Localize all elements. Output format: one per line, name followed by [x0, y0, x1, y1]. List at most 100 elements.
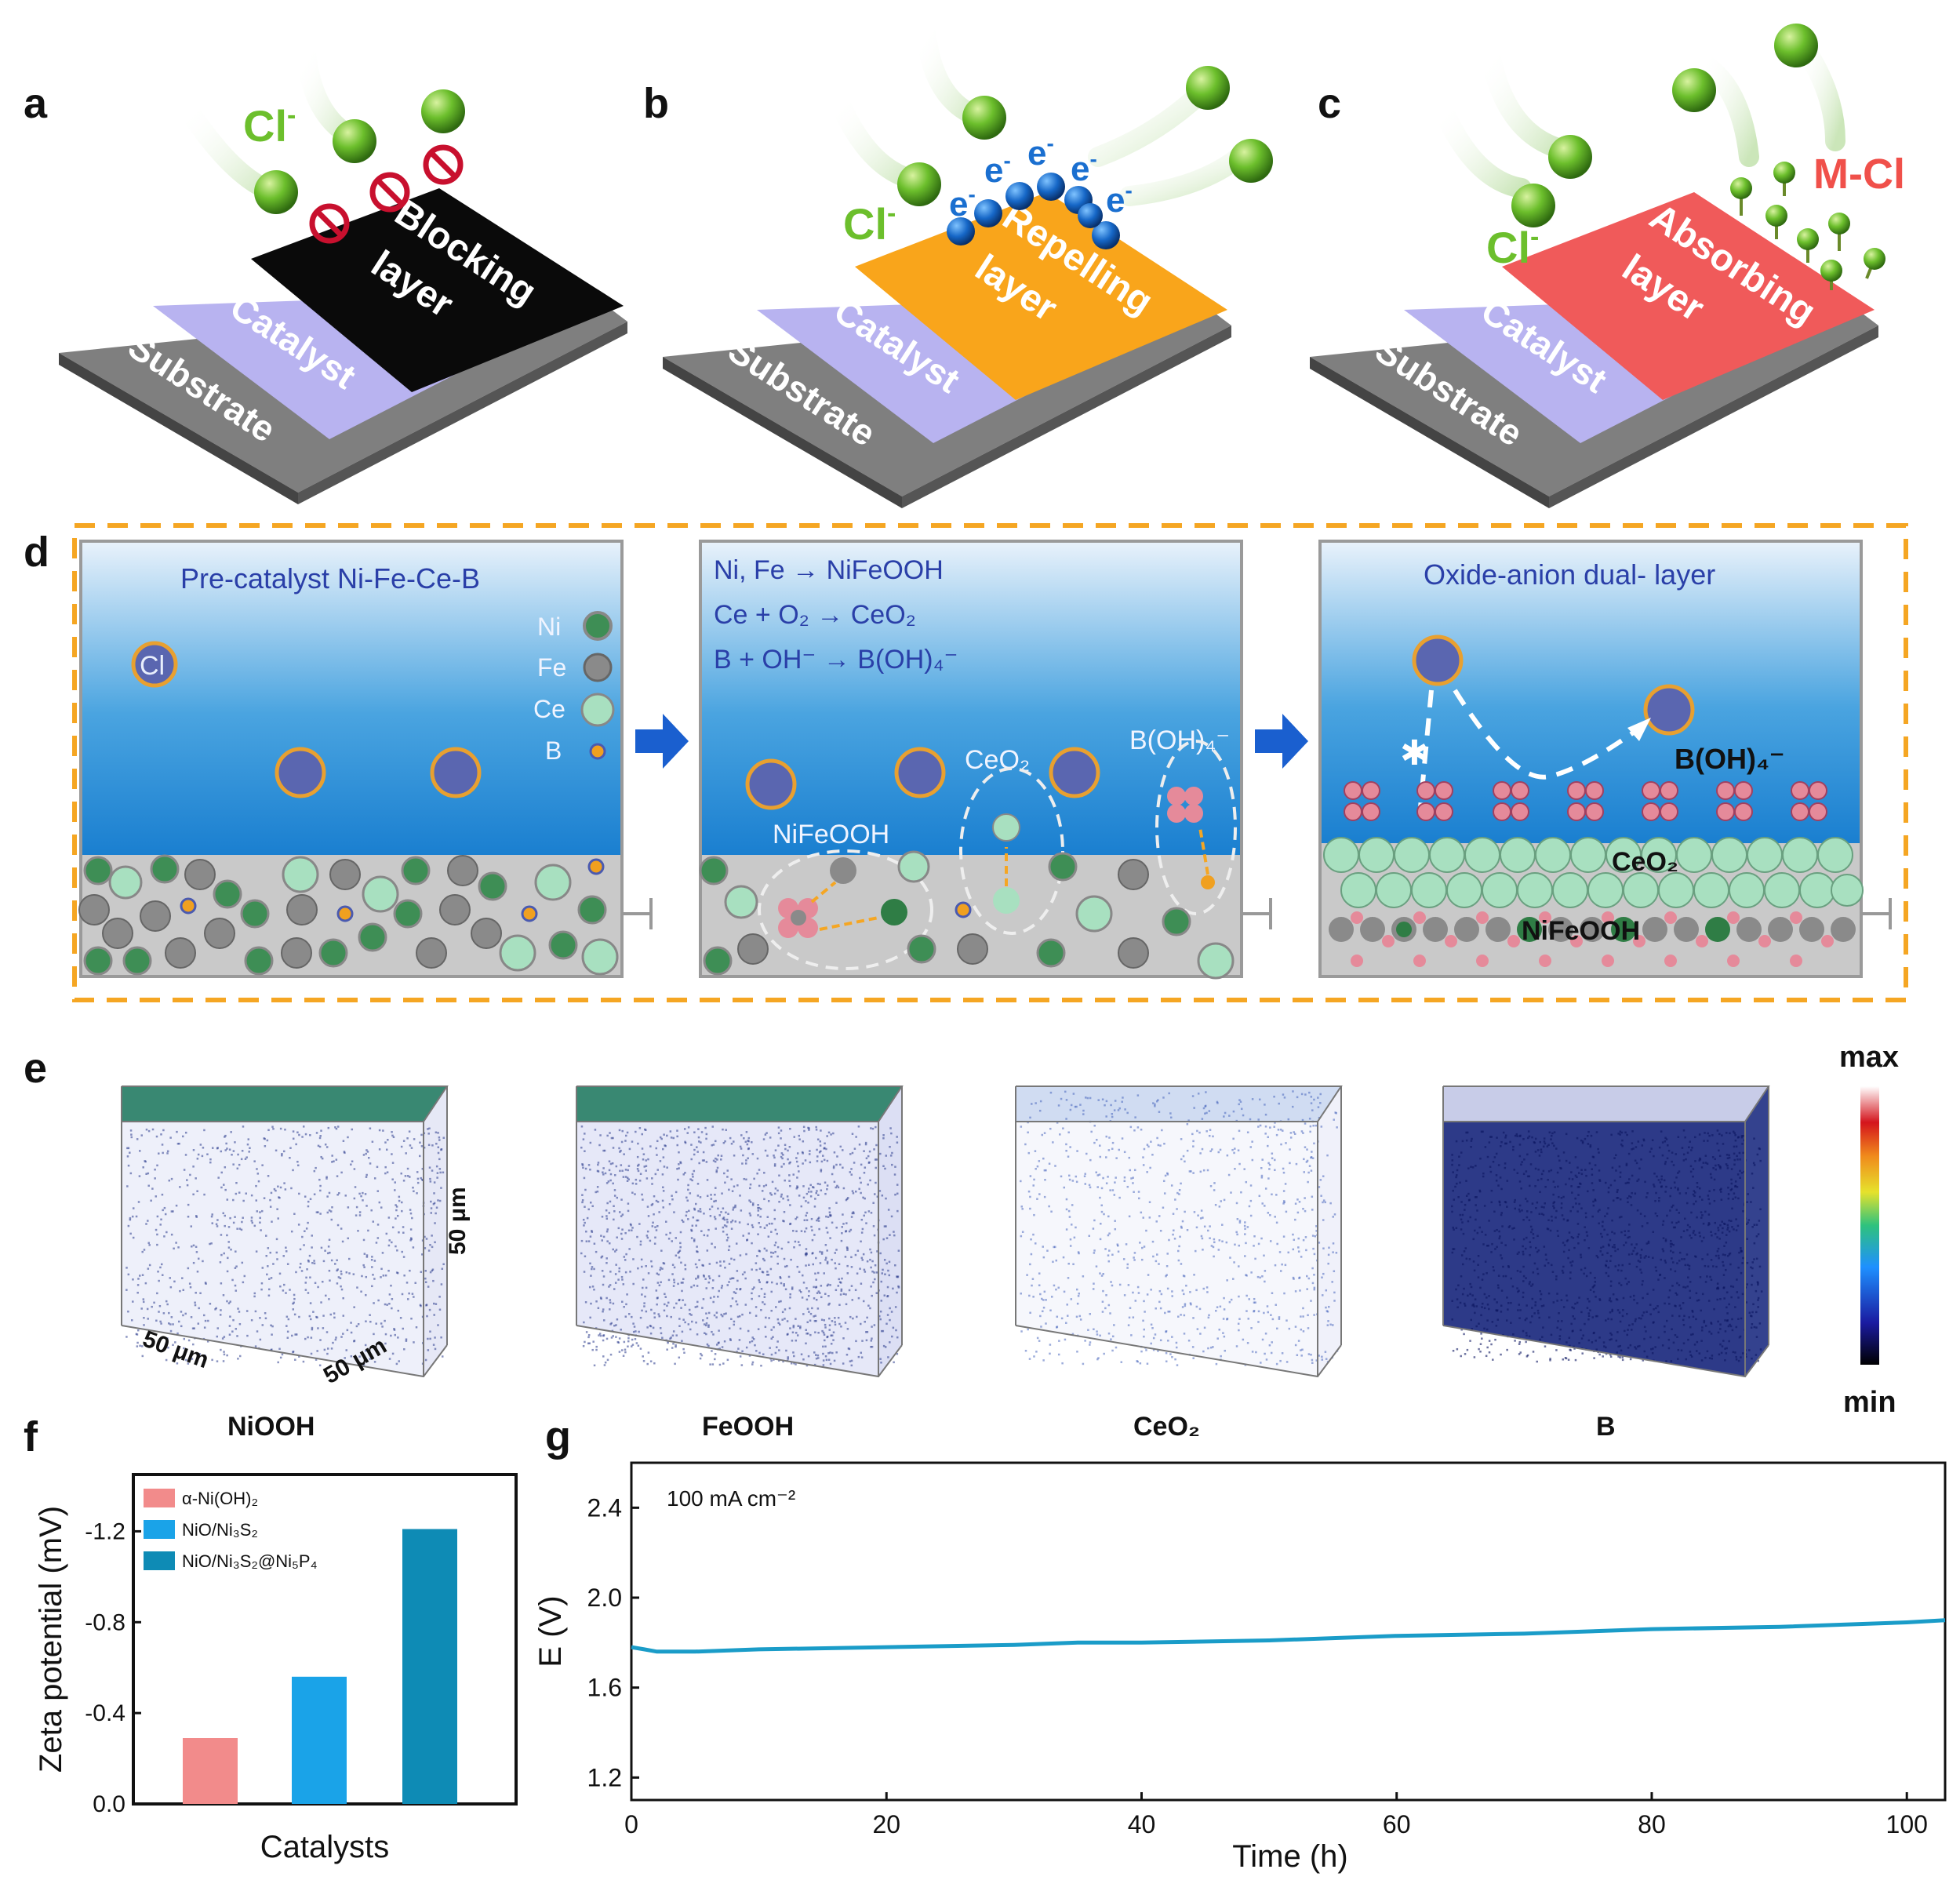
box2-ceo2-label: CeO₂: [965, 745, 1030, 775]
y-axis: 0.0-0.4-0.8-1.2: [85, 1518, 141, 1817]
boh4-row: [1344, 781, 1827, 821]
box1-chloride: Cl: [140, 651, 165, 681]
panel-letter-f: f: [24, 1413, 38, 1460]
box3-nifeooh-label: NiFeOOH: [1522, 916, 1640, 946]
x-axis-title: Time (h): [1232, 1839, 1347, 1874]
electron-cloud: [947, 173, 1120, 249]
ceo2-layer: [1323, 837, 1864, 908]
electron-label: e-: [1071, 147, 1097, 188]
repelling-layer: [855, 192, 1227, 400]
panel-letter-b: b: [643, 80, 669, 127]
panel-f-chart: 0.0-0.4-0.8-1.2 α-Ni(OH)₂NiO/Ni₃S₂NiO/Ni…: [34, 1473, 518, 1864]
colorbar-min: min: [1843, 1386, 1896, 1419]
box3-boh4-label: B(OH)₄⁻: [1675, 743, 1784, 775]
panel-b-schematic: Substrate Catalyst Repelling layer Cl- e…: [663, 21, 1273, 508]
metal-chloride-label: M-Cl: [1813, 151, 1905, 198]
current-density-annotation: 100 mA cm⁻²: [667, 1486, 795, 1511]
legend-label: NiO/Ni₃S₂: [182, 1520, 258, 1540]
legend-ce: Ce: [533, 695, 565, 723]
legend-b: B: [545, 736, 562, 765]
chloride-ion: [1511, 184, 1555, 227]
cube-niooh: 50 μm 50 μm 50 μm NiOOH: [121, 1086, 471, 1442]
activation-box: Ni, Fe → NiFeOOH Ce + O₂ → CeO₂ B + OH⁻ …: [699, 540, 1272, 980]
cube-label-feooh: FeOOH: [702, 1412, 794, 1442]
arrow-right-icon: [1255, 714, 1308, 769]
electron-label: e-: [949, 182, 976, 224]
chloride-ion: [1548, 135, 1592, 179]
box2-line1: Ni, Fe → NiFeOOH: [714, 555, 944, 585]
chloride-label: Cl-: [243, 100, 296, 151]
x-tick-label: 80: [1638, 1810, 1666, 1838]
legend-swatch: [144, 1520, 175, 1539]
electron-label: e-: [1106, 178, 1133, 220]
cube-b: B: [1442, 1086, 1770, 1442]
bar: [183, 1738, 238, 1804]
precatalyst-particles: [78, 854, 619, 976]
y-axis-title: Zeta potential (mV): [34, 1506, 68, 1773]
nifeooh-layer: [1329, 911, 1856, 967]
legend-ni: Ni: [537, 613, 561, 641]
box3-ceo2-label: CeO₂: [1612, 847, 1678, 877]
panel-c-schematic: Substrate Catalyst Absorbing layer Cl- M…: [1310, 24, 1905, 508]
x-tick-label: 40: [1128, 1810, 1156, 1838]
scatter-dots: [580, 1126, 900, 1367]
chloride-ion: [1774, 24, 1818, 67]
panel-letter-d: d: [24, 529, 49, 576]
y-tick-label: 1.2: [587, 1763, 622, 1791]
precatalyst-box: Pre-catalyst Ni-Fe-Ce-B Cl Ni Fe Ce B: [78, 540, 653, 978]
x-tick-label: 0: [624, 1810, 638, 1838]
cube-label-b: B: [1596, 1412, 1616, 1442]
y-tick-label: 1.6: [587, 1674, 622, 1702]
cube-feooh: FeOOH: [576, 1086, 904, 1442]
x-axis-title: Catalysts: [260, 1830, 390, 1864]
blocking-layer: [251, 188, 624, 392]
colorbar-max: max: [1839, 1041, 1899, 1074]
y-tick-label: -1.2: [85, 1518, 125, 1544]
electron-label: e-: [1027, 131, 1054, 173]
panel-d-mechanism: Pre-catalyst Ni-Fe-Ce-B Cl Ni Fe Ce B: [72, 523, 1908, 1002]
chloride-label: Cl-: [1486, 222, 1539, 272]
bar-group: [183, 1529, 457, 1804]
legend-swatch: [144, 1489, 175, 1507]
chloride-label: Cl-: [843, 198, 896, 249]
activation-particles: [699, 787, 1235, 980]
panel-letter-a: a: [24, 80, 48, 127]
y-axis-title: E (V): [533, 1595, 568, 1667]
cube-label-ceo2: CeO₂: [1133, 1412, 1200, 1442]
colorbar: [1860, 1086, 1879, 1365]
chloride-ion: [254, 170, 298, 214]
panel-a-schematic: Substrate Catalyst Blocking layer Cl-: [59, 45, 627, 504]
y-tick-label: -0.4: [85, 1700, 125, 1726]
cube-ceo2: CeO₂: [1015, 1086, 1343, 1442]
no-entry-icon: [309, 144, 464, 244]
chloride-ion: [333, 119, 376, 163]
plot-frame: [630, 1461, 1947, 1802]
y-tick-label: 0.0: [93, 1791, 125, 1817]
scatter-dots: [1451, 1129, 1763, 1363]
potential-series-line: [631, 1618, 1946, 1654]
box2-nifeooh-label: NiFeOOH: [773, 820, 889, 849]
panel-e-tomography: 50 μm 50 μm 50 μm NiOOH FeOOH: [121, 1041, 1899, 1442]
bar: [292, 1676, 347, 1804]
box2-line2: Ce + O₂ → CeO₂: [714, 600, 916, 630]
x-tick-label: 100: [1886, 1810, 1928, 1838]
chloride-ion: [897, 162, 941, 206]
x-tick-label: 20: [872, 1810, 900, 1838]
chloride-ion: [1229, 139, 1273, 183]
electron-label: e-: [984, 148, 1011, 190]
chloride-ion: [421, 89, 465, 133]
bar: [402, 1529, 457, 1804]
box2-line3: B + OH⁻ → B(OH)₄⁻: [714, 645, 958, 675]
dimension-label: 50 μm: [445, 1187, 471, 1255]
bound-chloride-group: [1730, 162, 1885, 290]
legend-swatch: [144, 1551, 175, 1570]
arrow-right-icon: [635, 714, 689, 769]
legend-fe: Fe: [537, 653, 566, 682]
panel-letter-c: c: [1318, 80, 1341, 127]
x-tick-label: 60: [1383, 1810, 1411, 1838]
chloride-ion: [962, 96, 1006, 140]
